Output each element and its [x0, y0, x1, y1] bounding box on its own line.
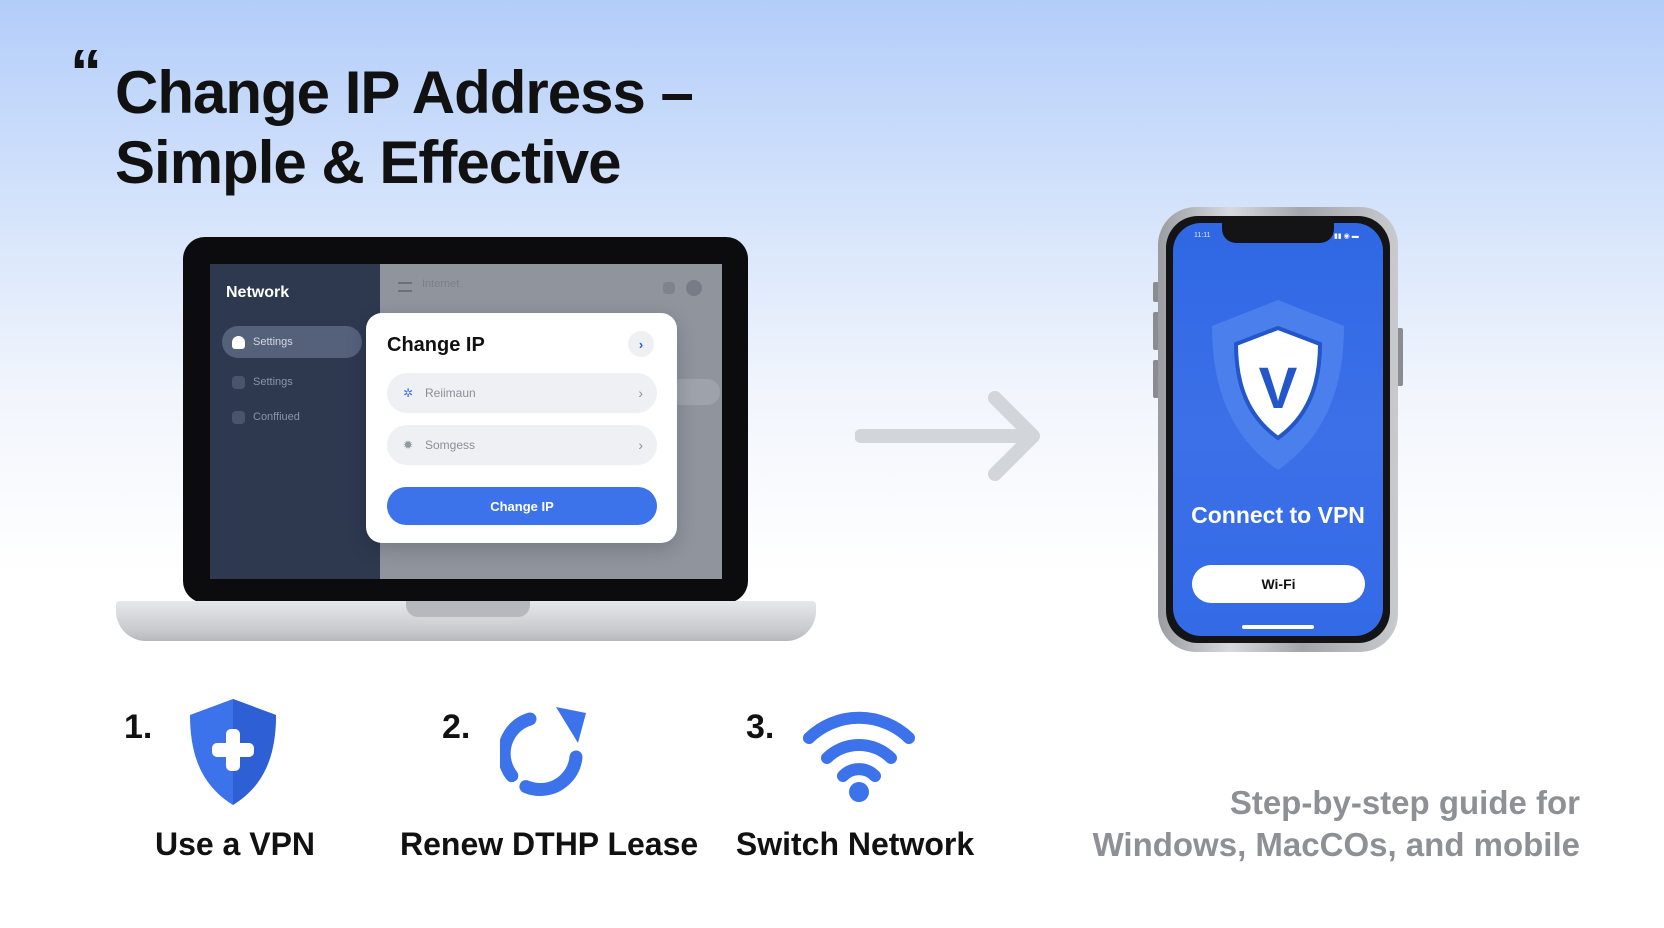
- refresh-icon: [500, 707, 586, 797]
- vpn-shield-icon: V: [1212, 300, 1344, 470]
- gear-icon: ✹: [402, 438, 414, 452]
- home-icon: [232, 335, 245, 349]
- sidebar-item-label: Settings: [253, 336, 293, 348]
- phone-volume-down: [1153, 360, 1159, 398]
- phone-notch: [1222, 223, 1334, 243]
- config-icon: [232, 410, 245, 424]
- option-row[interactable]: ✲ Reiimaun ›: [387, 373, 657, 413]
- laptop-notch: [406, 601, 530, 617]
- star-icon: ✲: [402, 386, 414, 400]
- step-number: 3.: [746, 708, 775, 746]
- user-avatar-icon[interactable]: [686, 280, 702, 296]
- sidebar-item-label: Settings: [253, 376, 293, 388]
- dialog-title: Change IP: [387, 334, 485, 356]
- option-row[interactable]: ✹ Somgess ›: [387, 425, 657, 465]
- sidebar-item-label: Conffiued: [253, 411, 300, 423]
- title-line-1: Change IP Address –: [115, 59, 694, 126]
- chevron-icon[interactable]: ›: [628, 331, 654, 357]
- option-label: Somgess: [425, 438, 476, 452]
- change-ip-dialog: Change IP › ✲ Reiimaun › ✹ Somgess › Cha…: [366, 313, 677, 543]
- arrow-right-icon: [855, 391, 1040, 481]
- sidebar-title: Network: [226, 284, 290, 301]
- phone-side-button: [1153, 282, 1159, 302]
- sidebar-item-settings[interactable]: Settings: [222, 326, 362, 358]
- home-indicator: [1242, 625, 1314, 629]
- tagline: Step-by-step guide for Windows, MacCOs, …: [1050, 782, 1580, 866]
- topbar-label: Internet: [422, 278, 460, 290]
- option-label: Reiimaun: [425, 386, 476, 400]
- sidebar-item-settings-2[interactable]: Settings: [222, 366, 362, 398]
- sidebar-item-configured[interactable]: Conffiued: [222, 401, 362, 433]
- quote-mark: “: [70, 36, 102, 108]
- menu-icon[interactable]: [398, 282, 412, 292]
- connect-vpn-title: Connect to VPN: [1191, 502, 1365, 528]
- chevron-right-icon: ›: [638, 437, 643, 453]
- change-ip-button[interactable]: Change IP: [387, 487, 657, 525]
- step-number: 1.: [124, 708, 153, 746]
- step-label: Switch Network: [735, 826, 975, 862]
- status-icons: ▮▮ ◉ ▬: [1334, 233, 1359, 240]
- phone-volume-up: [1153, 312, 1159, 350]
- step-label: Use a VPN: [154, 826, 316, 862]
- step-label: Renew DTHP Lease: [400, 826, 699, 862]
- status-time: 11:11: [1194, 232, 1211, 239]
- shield-letter: V: [1259, 356, 1298, 421]
- wifi-icon: [803, 711, 915, 802]
- wifi-button[interactable]: Wi-Fi: [1192, 565, 1365, 603]
- settings-icon: [232, 375, 245, 389]
- network-sidebar: Network Settings Settings Conffiued: [210, 264, 380, 579]
- tagline-line-2: Windows, MacCOs, and mobile: [1092, 826, 1580, 863]
- step-number: 2.: [442, 708, 471, 746]
- tagline-line-1: Step-by-step guide for: [1229, 784, 1580, 821]
- phone-power-button: [1397, 328, 1403, 386]
- window-control-icon[interactable]: [663, 282, 675, 294]
- chevron-right-icon: ›: [638, 385, 643, 401]
- title-line-2: Simple & Effective: [115, 129, 622, 196]
- page-title: Change IP Address – Simple & Effective: [115, 58, 694, 198]
- shield-plus-icon: [190, 699, 276, 805]
